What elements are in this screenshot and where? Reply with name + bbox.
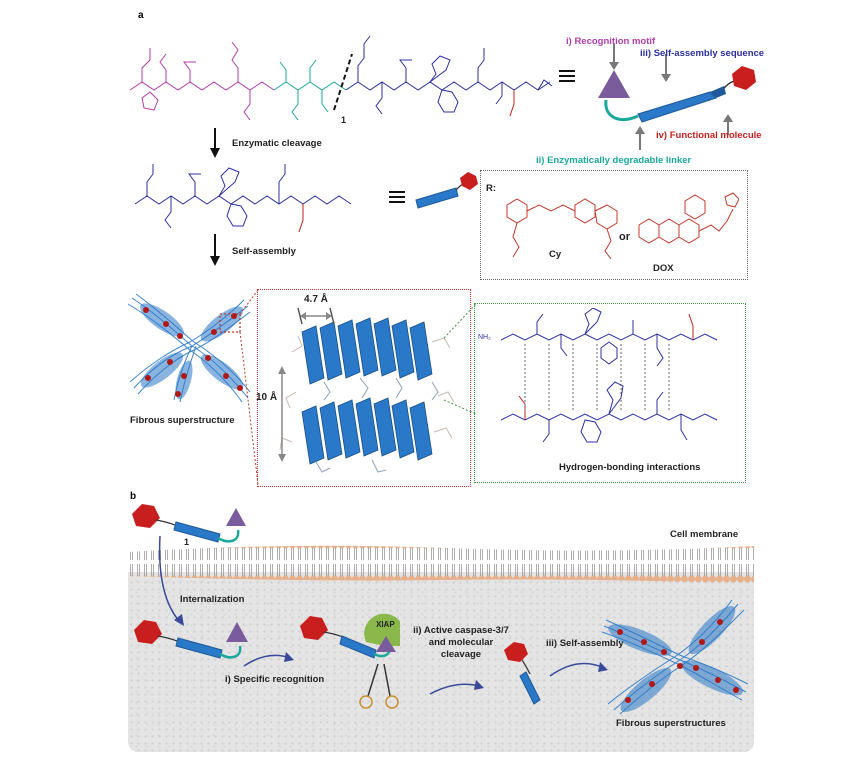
recognition-triangle: [598, 70, 630, 98]
step-self-assembly: Self-assembly: [232, 246, 296, 257]
equivalence-sign: [559, 70, 575, 82]
arrow-self-assembly: [210, 234, 220, 266]
equivalence-sign-2: [389, 191, 405, 203]
r-label: R:: [486, 183, 497, 194]
r-group-box: R: Cy or DOX: [480, 170, 748, 280]
molecule-schematic: [598, 44, 756, 150]
label-recognition-motif: i) Recognition motif: [566, 36, 656, 47]
arrow-10-angstrom: [278, 366, 286, 462]
caption-fibrous-superstructure: Fibrous superstructure: [130, 415, 235, 426]
arrow-internalization: [158, 535, 184, 626]
caspase-line-2: and molecular: [428, 637, 494, 648]
arrow-self-assembly-b: [549, 662, 608, 677]
label-compound-1-b: 1: [184, 537, 190, 547]
fibrous-superstructure-image: [127, 293, 251, 403]
molecule-xiap-complex: [300, 613, 400, 709]
beta-sheet-image: [279, 317, 455, 473]
panel-b-letter: b: [130, 491, 137, 502]
label-degradable-linker: ii) Enzymatically degradable linker: [536, 155, 692, 166]
r-label-or: or: [619, 231, 630, 243]
caption-hbond-interactions: Hydrogen-bonding interactions: [559, 462, 701, 473]
label-10-angstrom: 10 Å: [256, 392, 278, 403]
molecule-1-inside: [134, 620, 248, 659]
arrow-cleavage: [429, 680, 484, 695]
label-caspase: ii) Active caspase-3/7 and molecular cle…: [411, 625, 511, 661]
r-label-dox: DOX: [653, 263, 674, 274]
arrow-enzymatic-cleavage: [210, 128, 220, 158]
cleaved-peptide-structure: [134, 164, 352, 233]
arrow-specific-recognition: [243, 652, 294, 667]
step-enzymatic-cleavage: Enzymatic cleavage: [232, 138, 322, 149]
compound-number-1: 1: [341, 115, 347, 125]
cleaved-molecule: [504, 642, 541, 705]
fibrous-superstructures-image: [601, 599, 749, 715]
hbond-zoom-box: NH₂ Hydrogen-bonding interactions: [474, 303, 746, 483]
zoom-lines: [239, 289, 259, 485]
label-cell-membrane: Cell membrane: [670, 529, 739, 540]
r-group-structures: [506, 192, 739, 260]
label-4-7-angstrom: 4.7 Å: [304, 294, 328, 305]
scissors-icon: [359, 663, 399, 709]
arrow-4-7-angstrom: [297, 307, 335, 325]
caption-fibrous-superstructures: Fibrous superstructures: [616, 718, 726, 729]
panel-a-letter: a: [138, 10, 144, 21]
molecule-1-outside: [132, 504, 246, 543]
peptide-1-structure: [129, 35, 553, 121]
label-specific-recognition: i) Specific recognition: [225, 674, 325, 685]
r-label-cy: Cy: [549, 249, 562, 260]
cytoplasm: [128, 572, 754, 752]
label-functional-molecule: iv) Functional molecule: [656, 130, 762, 141]
label-self-assembly-b: iii) Self-assembly: [546, 638, 624, 649]
label-internalization: Internalization: [180, 594, 245, 605]
caspase-line-3: cleavage: [440, 649, 482, 660]
caspase-line-1: ii) Active caspase-3/7: [413, 625, 509, 636]
label-xiap: XIAP: [376, 620, 395, 629]
functional-hexagon: [732, 66, 756, 90]
hbond-structures: [500, 308, 718, 443]
cleaved-schematic: [415, 172, 478, 209]
hbond-nh2-top: NH₂: [478, 334, 491, 341]
beta-sheet-zoom-box: 4.7 Å 10 Å: [256, 289, 471, 487]
label-self-assembly-sequence: iii) Self-assembly sequence: [640, 48, 765, 59]
cell-membrane: [128, 545, 754, 584]
green-zoom-lines: [443, 303, 477, 415]
